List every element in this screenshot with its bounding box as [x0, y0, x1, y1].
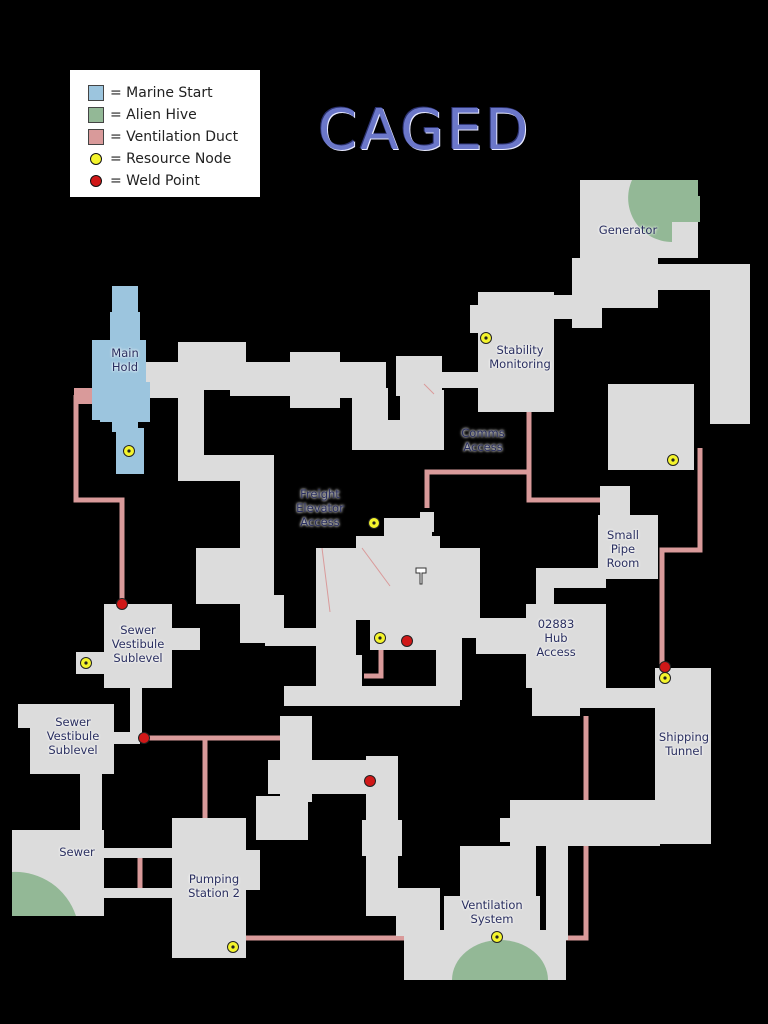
room-sewer-vestibule-1 — [104, 604, 172, 688]
label-pumping-station-2: Pumping Station 2 — [188, 872, 240, 900]
weld-point-icon — [116, 598, 128, 610]
weld-point-icon — [138, 732, 150, 744]
alien-hives — [12, 180, 700, 980]
resource-node-dot — [84, 661, 88, 665]
resource-node-dot — [495, 935, 499, 939]
direction-arrows — [321, 383, 435, 613]
resource-node-dot — [127, 449, 131, 453]
label-sewer-vestibule-2: Sewer Vestibule Sublevel — [46, 715, 100, 757]
room-pumping-station-2 — [172, 818, 246, 958]
label-shipping-tunnel: Shipping Tunnel — [658, 730, 710, 758]
label-ventilation-system: Ventilation System — [461, 898, 523, 926]
room-hub-access — [526, 604, 606, 688]
duct-comms — [424, 469, 600, 508]
label-main-hold: Main Hold — [111, 346, 139, 374]
resource-node-dot — [372, 521, 376, 525]
hive-ventilation — [452, 940, 548, 980]
weld-point-icon — [401, 635, 413, 647]
room-shipping-tunnel — [655, 668, 711, 844]
arrow-freight-right — [361, 547, 391, 587]
legend-label: = Weld Point — [110, 173, 200, 189]
legend-label: = Resource Node — [110, 151, 232, 167]
vent-duct-swatch — [88, 129, 104, 145]
marine-start-swatch — [88, 85, 104, 101]
label-stability-monitoring: Stability Monitoring — [489, 343, 551, 371]
marine-start — [92, 286, 150, 474]
arrow-comms — [423, 383, 435, 395]
arrow-freight-left — [321, 547, 331, 613]
label-hub-access: 02883 Hub Access — [536, 617, 576, 659]
room-stability-monitoring — [478, 292, 554, 412]
legend-alien-hive: = Alien Hive — [88, 104, 260, 126]
label-sewer-vestibule-1: Sewer Vestibule Sublevel — [111, 623, 165, 665]
duct-shipping-south — [562, 716, 589, 941]
floor-plan — [12, 180, 750, 980]
elevator-marker-icon — [415, 567, 427, 585]
map-title: CAGED — [318, 98, 532, 163]
room-sewer-vestibule-2 — [30, 704, 114, 774]
legend-resource-node: = Resource Node — [88, 148, 260, 170]
hive-sewer — [12, 871, 76, 916]
resource-nodes — [80, 332, 679, 953]
misc-marks — [415, 567, 427, 585]
weld-point-icon — [90, 175, 102, 187]
weld-points — [116, 598, 671, 787]
alien-hive-swatch — [88, 107, 104, 123]
duct-freight — [364, 648, 384, 679]
legend-label: = Marine Start — [110, 85, 213, 101]
label-small-pipe-room: Small Pipe Room — [606, 528, 640, 570]
legend-marine-start: = Marine Start — [88, 82, 260, 104]
weld-point-icon — [659, 661, 671, 673]
resource-node-dot — [378, 636, 382, 640]
resource-node-dot — [663, 676, 667, 680]
label-freight-elevator-access: Freight Elevator Access — [296, 487, 344, 529]
label-comms-access: Comms Access — [461, 426, 505, 454]
resource-node-dot — [484, 336, 488, 340]
legend-label: = Ventilation Duct — [110, 129, 239, 145]
duct-east — [659, 448, 703, 668]
weld-point-icon — [364, 775, 376, 787]
legend-weld-point: = Weld Point — [88, 170, 260, 192]
resource-node-dot — [671, 458, 675, 462]
legend-label: = Alien Hive — [110, 107, 197, 123]
legend: = Marine Start = Alien Hive = Ventilatio… — [70, 70, 260, 197]
resource-node-icon — [90, 153, 102, 165]
hive-generator — [628, 180, 700, 242]
label-sewer: Sewer — [59, 845, 95, 859]
label-generator: Generator — [598, 223, 658, 237]
legend-vent-duct: = Ventilation Duct — [88, 126, 260, 148]
resource-node-dot — [231, 945, 235, 949]
ventilation-ducts — [73, 388, 703, 941]
duct-main-hold-to-sewer-vestibule — [73, 395, 125, 604]
